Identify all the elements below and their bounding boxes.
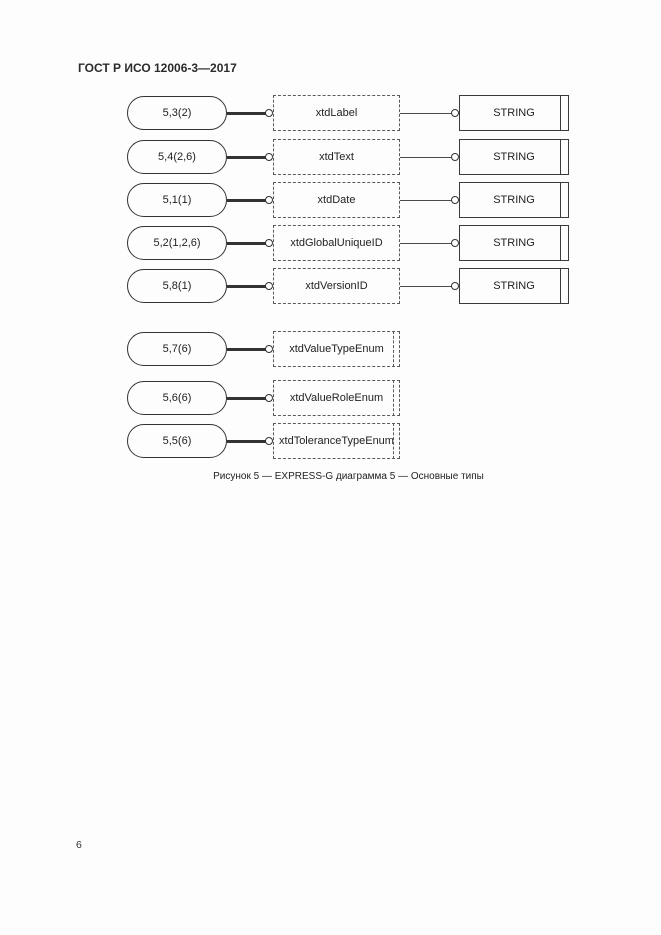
diagram-row: 5,8(1) xtdVersionID STRING xyxy=(0,268,661,304)
ref-oval: 5,2(1,2,6) xyxy=(127,226,227,260)
type-label: xtdToleranceTypeEnum xyxy=(279,435,394,447)
defined-type-box: xtdDate xyxy=(273,182,400,218)
type-label: xtdLabel xyxy=(315,107,358,119)
open-circle xyxy=(265,345,273,353)
base-type-label: STRING xyxy=(493,237,535,249)
open-circle xyxy=(265,282,273,290)
diagram-row: 5,1(1) xtdDate STRING xyxy=(0,182,661,218)
ref-label: 5,5(6) xyxy=(162,435,192,447)
ref-oval: 5,7(6) xyxy=(127,332,227,366)
defined-type-box: xtdGlobalUniqueID xyxy=(273,225,400,261)
type-label: xtdValueRoleEnum xyxy=(289,392,384,404)
ref-oval: 5,4(2,6) xyxy=(127,140,227,174)
base-type-box: STRING xyxy=(459,182,569,218)
thin-relation-line xyxy=(400,242,452,244)
type-label: xtdGlobalUniqueID xyxy=(290,237,383,249)
ref-label: 5,4(2,6) xyxy=(158,151,196,163)
open-circle xyxy=(265,437,273,445)
base-type-label: STRING xyxy=(493,151,535,163)
open-circle xyxy=(265,153,273,161)
page-header: ГОСТ Р ИСО 12006-3—2017 xyxy=(78,61,237,75)
open-circle xyxy=(265,394,273,402)
thick-relation-line xyxy=(227,198,267,202)
base-type-label: STRING xyxy=(493,280,535,292)
ref-oval: 5,3(2) xyxy=(127,96,227,130)
page-number: 6 xyxy=(76,839,82,851)
type-label: xtdValueTypeEnum xyxy=(289,343,384,355)
base-type-box: STRING xyxy=(459,139,569,175)
open-circle xyxy=(265,239,273,247)
thick-relation-line xyxy=(227,284,267,288)
thick-relation-line xyxy=(227,439,267,443)
ref-label: 5,3(2) xyxy=(162,107,192,119)
open-circle xyxy=(451,282,459,290)
open-circle xyxy=(265,196,273,204)
diagram-row: 5,7(6) xtdValueTypeEnum xyxy=(0,331,661,367)
ref-oval: 5,1(1) xyxy=(127,183,227,217)
base-type-label: STRING xyxy=(493,107,535,119)
thick-relation-line xyxy=(227,111,267,115)
type-label: xtdText xyxy=(319,151,354,163)
base-type-box: STRING xyxy=(459,95,569,131)
diagram-row: 5,2(1,2,6) xtdGlobalUniqueID STRING xyxy=(0,225,661,261)
thin-relation-line xyxy=(400,285,452,287)
thick-relation-line xyxy=(227,347,267,351)
figure-caption: Рисунок 5 — EXPRESS-G диаграмма 5 — Осно… xyxy=(213,471,484,482)
defined-type-box: xtdLabel xyxy=(273,95,400,131)
open-circle xyxy=(451,196,459,204)
thin-relation-line xyxy=(400,112,452,114)
enumeration-type-box: xtdValueTypeEnum xyxy=(273,331,400,367)
diagram-row: 5,6(6) xtdValueRoleEnum xyxy=(0,380,661,416)
thick-relation-line xyxy=(227,396,267,400)
thin-relation-line xyxy=(400,156,452,158)
open-circle xyxy=(451,109,459,117)
ref-label: 5,1(1) xyxy=(162,194,192,206)
diagram-row: 5,4(2,6) xtdText STRING xyxy=(0,139,661,175)
ref-oval: 5,8(1) xyxy=(127,269,227,303)
open-circle xyxy=(451,239,459,247)
diagram-row: 5,5(6) xtdToleranceTypeEnum xyxy=(0,423,661,459)
base-type-box: STRING xyxy=(459,225,569,261)
ref-label: 5,7(6) xyxy=(162,343,192,355)
thick-relation-line xyxy=(227,155,267,159)
type-label: xtdVersionID xyxy=(305,280,368,292)
thick-relation-line xyxy=(227,241,267,245)
ref-label: 5,2(1,2,6) xyxy=(153,237,201,249)
defined-type-box: xtdVersionID xyxy=(273,268,400,304)
defined-type-box: xtdText xyxy=(273,139,400,175)
type-label: xtdDate xyxy=(317,194,356,206)
enumeration-type-box: xtdValueRoleEnum xyxy=(273,380,400,416)
ref-label: 5,8(1) xyxy=(162,280,192,292)
open-circle xyxy=(265,109,273,117)
ref-oval: 5,5(6) xyxy=(127,424,227,458)
thin-relation-line xyxy=(400,199,452,201)
ref-label: 5,6(6) xyxy=(162,392,192,404)
enumeration-type-box: xtdToleranceTypeEnum xyxy=(273,423,400,459)
ref-oval: 5,6(6) xyxy=(127,381,227,415)
open-circle xyxy=(451,153,459,161)
diagram-row: 5,3(2) xtdLabel STRING xyxy=(0,95,661,131)
base-type-box: STRING xyxy=(459,268,569,304)
base-type-label: STRING xyxy=(493,194,535,206)
